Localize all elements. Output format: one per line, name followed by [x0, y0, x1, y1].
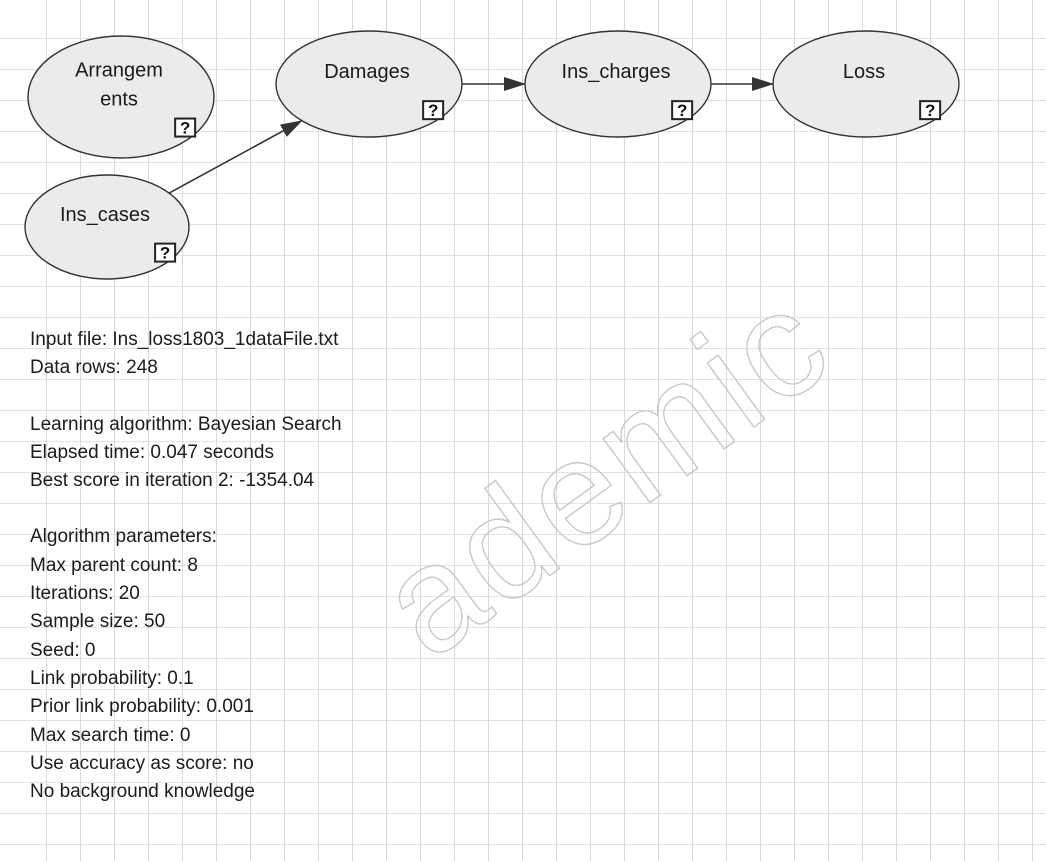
node-ellipse[interactable] [24, 174, 190, 280]
node-label: Arrangem [75, 60, 163, 82]
node-damages[interactable]: Damages? [275, 30, 463, 138]
node-label: Ins_charges [562, 61, 671, 83]
node-label: Loss [843, 61, 885, 83]
help-question-icon[interactable]: ? [919, 100, 942, 121]
node-ellipse[interactable] [27, 35, 215, 159]
link-probability-text: Link probability: 0.1 [30, 667, 194, 689]
node-label: Damages [324, 61, 410, 83]
node-label: Ins_cases [60, 204, 150, 226]
iterations-text: Iterations: 20 [30, 583, 140, 605]
edge-ins-cases-to-damages [168, 119, 303, 194]
node-loss[interactable]: Loss? [772, 30, 960, 138]
input-file-text: Input file: Ins_loss1803_1dataFile.txt [30, 329, 339, 350]
node-ellipse[interactable] [275, 30, 463, 138]
help-question-icon[interactable]: ? [422, 100, 445, 121]
node-ins-cases[interactable]: Ins_cases? [24, 174, 190, 280]
help-question-mark: ? [180, 119, 190, 138]
learning-summary: Input file: Ins_loss1803_1dataFile.txt D… [30, 326, 650, 806]
parameters-header: Algorithm parameters: [30, 526, 217, 548]
help-question-icon[interactable]: ? [154, 242, 177, 263]
input-summary-block: Input file: Ins_loss1803_1dataFile.txt D… [30, 326, 650, 383]
background-knowledge-text: No background knowledge [30, 781, 255, 803]
help-question-icon[interactable]: ? [671, 100, 694, 121]
help-question-mark: ? [160, 244, 170, 263]
best-score-text: Best score in iteration 2: -1354.04 [30, 470, 315, 492]
node-ellipse[interactable] [772, 30, 960, 138]
algorithm-parameters-block: Algorithm parameters: Max parent count: … [30, 523, 650, 806]
node-ellipse[interactable] [524, 30, 712, 138]
sample-size-text: Sample size: 50 [30, 611, 166, 633]
node-label: ents [100, 89, 138, 111]
max-parent-count-text: Max parent count: 8 [30, 554, 198, 576]
bayesian-network-diagram: Arrangements?Damages?Ins_charges?Loss?In… [24, 30, 960, 280]
algorithm-summary-block: Learning algorithm: Bayesian Search Elap… [30, 411, 650, 496]
seed-text: Seed: 0 [30, 639, 96, 661]
prior-link-probability-text: Prior link probability: 0.001 [30, 696, 254, 718]
max-search-time-text: Max search time: 0 [30, 724, 191, 746]
help-question-mark: ? [925, 101, 935, 120]
nodes-layer: Arrangements?Damages?Ins_charges?Loss?In… [24, 30, 960, 280]
elapsed-time-text: Elapsed time: 0.047 seconds [30, 441, 274, 463]
node-arrangements[interactable]: Arrangem ents? [27, 35, 215, 159]
node-ins-charges[interactable]: Ins_charges? [524, 30, 712, 138]
data-rows-text: Data rows: 248 [30, 357, 158, 379]
learning-algorithm-text: Learning algorithm: Bayesian Search [30, 413, 342, 435]
help-question-mark: ? [677, 101, 687, 120]
edges-layer [168, 77, 774, 194]
help-question-icon[interactable]: ? [174, 117, 197, 138]
use-accuracy-text: Use accuracy as score: no [30, 752, 254, 774]
help-question-mark: ? [428, 101, 438, 120]
